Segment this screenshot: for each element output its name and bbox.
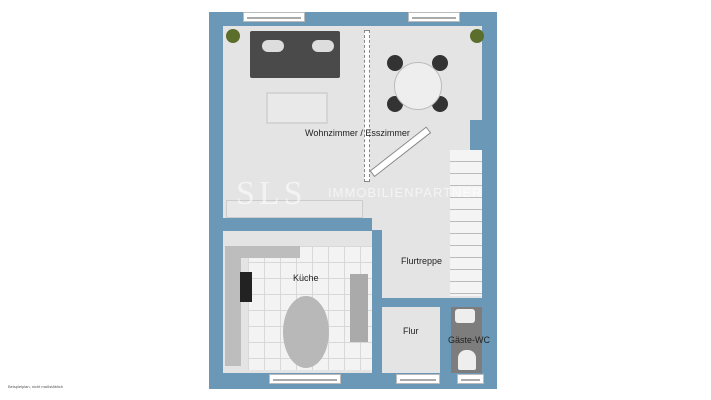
toilet: [458, 350, 476, 370]
chair: [387, 55, 403, 71]
footnote: Beispielplan, nicht maßstäblich: [8, 384, 63, 389]
kitchen-island: [350, 274, 368, 342]
rug: [266, 92, 328, 124]
room-label-living: Wohnzimmer / Esszimmer: [305, 128, 410, 138]
window: [396, 374, 440, 384]
cushion: [312, 40, 334, 52]
window: [269, 374, 341, 384]
window: [457, 374, 484, 384]
room-label-kitchen: Küche: [293, 273, 319, 283]
kitchen-table: [283, 296, 329, 368]
sofa: [250, 31, 340, 78]
room-partition: [364, 30, 370, 182]
kitchen-counter-top: [240, 246, 300, 258]
stair-wall-notch: [470, 120, 484, 150]
dining-table: [394, 62, 442, 110]
washbasin: [455, 309, 475, 323]
plant-icon: [226, 29, 240, 43]
stove-icon: [240, 272, 252, 302]
hall-room: [382, 307, 440, 373]
window: [408, 12, 460, 22]
watermark-logo: SLS: [236, 175, 307, 212]
staircase[interactable]: [450, 150, 482, 296]
room-label-wc: Gäste-WC: [448, 335, 491, 345]
room-label-stairs: Flurtreppe: [401, 256, 443, 266]
window: [243, 12, 305, 22]
cushion: [262, 40, 284, 52]
watermark-name: IMMOBILIENPARTNER: [328, 185, 483, 200]
kitchen-counter: [225, 246, 241, 366]
chair: [432, 55, 448, 71]
plant-icon: [470, 29, 484, 43]
room-label-hall: Flur: [403, 326, 419, 336]
sideboard: [226, 200, 363, 218]
